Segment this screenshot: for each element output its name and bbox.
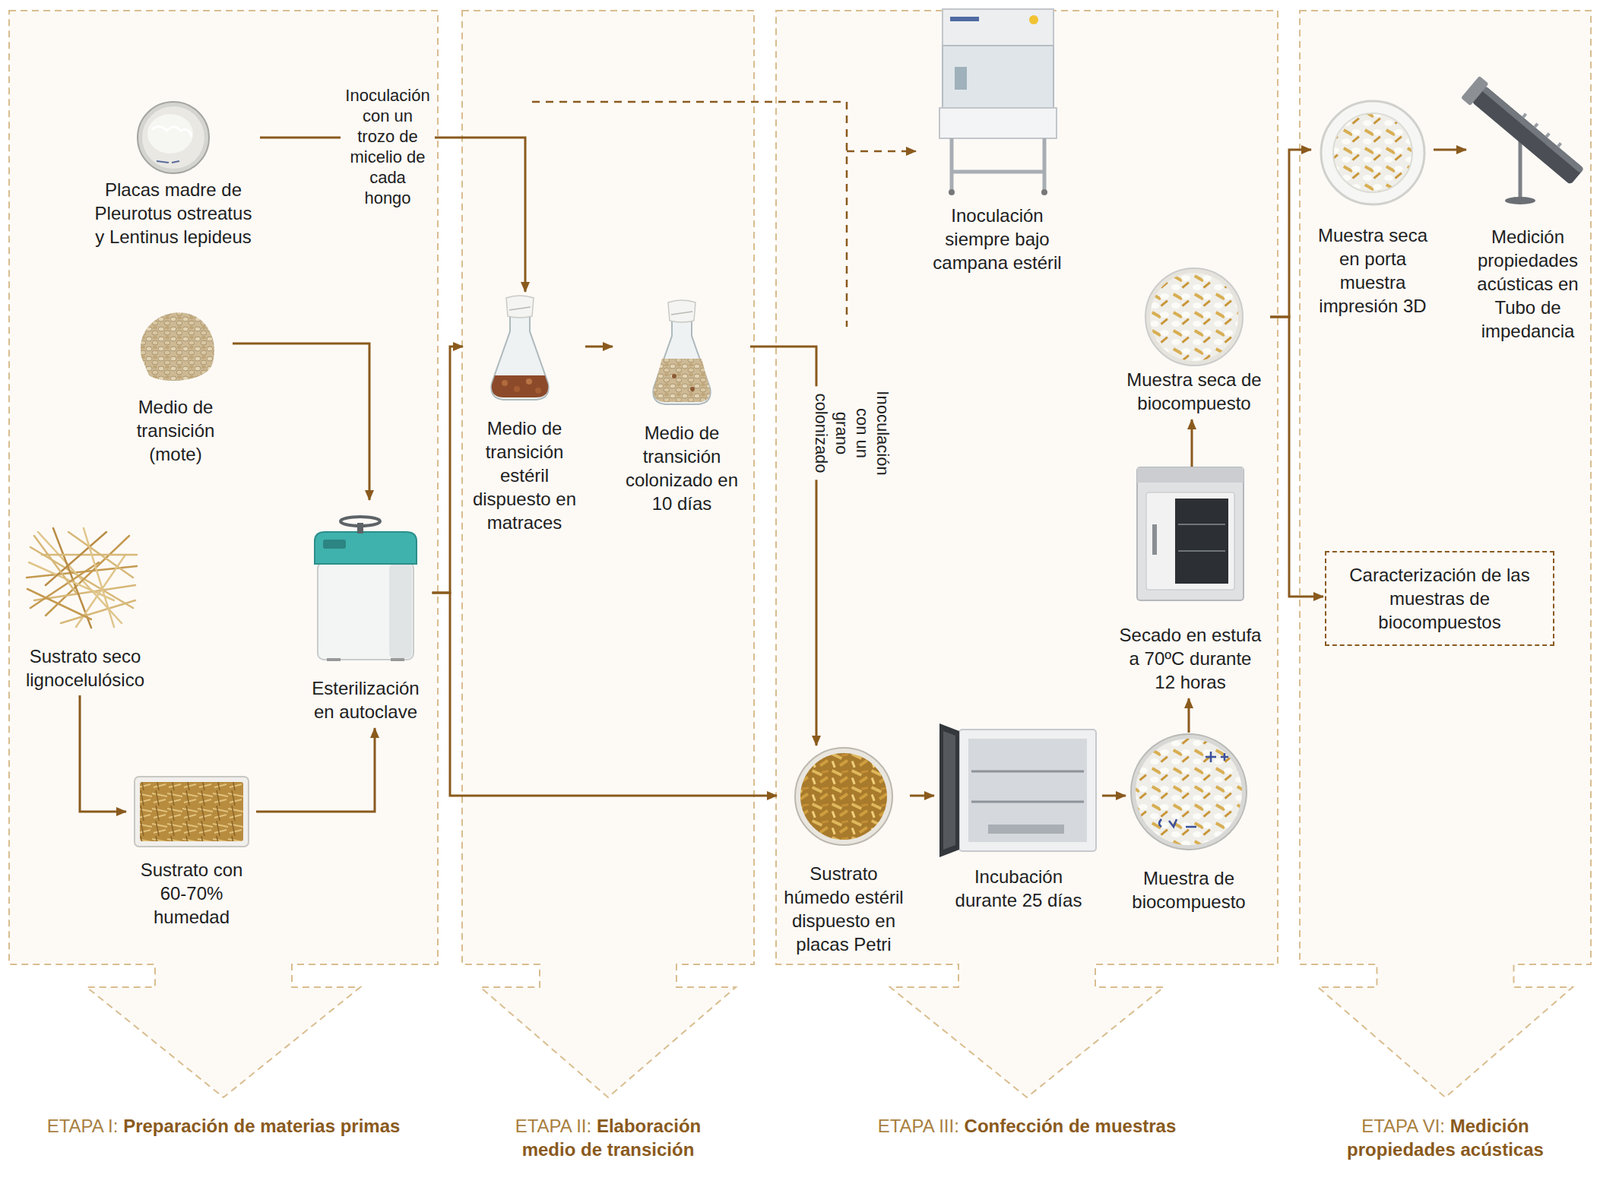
stage-number: ETAPA VI:	[1361, 1115, 1445, 1137]
stage-heading: ETAPA I:Preparación de materias primas	[47, 1114, 401, 1138]
stage-outline	[1299, 10, 1591, 1098]
result-box: Caracterización de las muestras de bioco…	[1324, 551, 1555, 647]
edge-label-text: Inoculación con un grano colonizado	[811, 390, 894, 476]
step-caption: Medición propiedades acústicas en Tubo d…	[1474, 224, 1581, 343]
stage-heading: ETAPA VI:Medición propiedades acústicas	[1331, 1114, 1560, 1162]
box-text: Caracterización de las muestras de bioco…	[1344, 563, 1535, 634]
edge-label-text: Inoculación con un trozo de micelio de c…	[345, 85, 430, 209]
process-step: Medio de transición (mote)	[119, 310, 232, 469]
stage-heading: ETAPA II:Elaboración medio de transición	[494, 1114, 723, 1162]
step-caption: Medio de transición colonizado en 10 día…	[617, 421, 747, 516]
stage-heading: ETAPA I:Preparación de materias primas	[8, 1114, 439, 1138]
stage-name: Confección de muestras	[964, 1115, 1177, 1137]
process-step: Incubación durante 25 días	[935, 722, 1102, 916]
step-caption: Esterilización en autoclave	[303, 676, 429, 724]
stage-panel: ETAPA VI:Medición propiedades acústicas M…	[1299, 9, 1592, 1162]
process-step: Sustrato seco lignocelulósico	[9, 524, 161, 695]
process-step: Esterilización en autoclave	[300, 501, 432, 727]
step-caption: Sustrato seco lignocelulósico	[12, 644, 158, 692]
step-caption: Muestra de biocompuesto	[1130, 866, 1248, 914]
process-step: Sustrato húmedo estéril dispuesto en pla…	[778, 747, 910, 960]
process-step: Inoculación siempre bajo campana estéril	[921, 7, 1073, 278]
stage-outline	[462, 10, 755, 1098]
process-step: Muestra de biocompuesto	[1127, 733, 1251, 917]
stage-outline	[9, 10, 438, 1098]
process-step: Muestra seca en porta muestra impresión …	[1312, 99, 1433, 321]
stage-heading: ETAPA II:Elaboración medio de transición	[461, 1114, 755, 1162]
stage-number: ETAPA I:	[47, 1115, 119, 1137]
stage-outline	[1299, 9, 1592, 1101]
step-caption: Muestra seca de biocompuesto	[1121, 367, 1267, 416]
process-step: Secado en estufa a 70ºC durante 12 horas	[1115, 467, 1266, 698]
step-caption: Incubación durante 25 días	[946, 864, 1091, 913]
step-caption: Sustrato con 60-70% humedad	[130, 858, 253, 929]
stage-name: Preparación de materias primas	[123, 1115, 400, 1137]
edge-label: Inoculación con un grano colonizado	[809, 386, 895, 480]
process-step: Muestra seca de biocompuesto	[1118, 267, 1270, 419]
stage-number: ETAPA II:	[515, 1115, 592, 1137]
stage-number: ETAPA III:	[877, 1115, 960, 1137]
stage-heading: ETAPA III:Confección de muestras	[775, 1114, 1279, 1138]
step-caption: Placas madre de Pleurotus ostreatus y Le…	[90, 177, 257, 249]
process-step: Sustrato con 60-70% humedad	[127, 775, 256, 932]
step-caption: Secado en estufa a 70ºC durante 12 horas	[1118, 623, 1263, 694]
step-caption: Sustrato húmedo estéril dispuesto en pla…	[781, 861, 907, 957]
process-step: Medio de transición colonizado en 10 día…	[614, 300, 750, 519]
process-step: Medio de transición estéril dispuesto en…	[464, 293, 585, 538]
step-caption: Inoculación siempre bajo campana estéril	[925, 203, 1070, 275]
stage-heading: ETAPA VI:Medición propiedades acústicas	[1299, 1114, 1592, 1162]
stage-outline	[776, 10, 1278, 1098]
step-caption: Medio de transición (mote)	[122, 395, 229, 466]
step-caption: Muestra seca en porta muestra impresión …	[1315, 223, 1430, 318]
stage-heading: ETAPA III:Confección de muestras	[877, 1114, 1177, 1138]
stage-panel: ETAPA III:Confección de muestras Inoculac…	[775, 9, 1279, 1138]
step-caption: Medio de transición estéril dispuesto en…	[467, 416, 582, 535]
stage-panel: ETAPA II:Elaboración medio de transición…	[461, 9, 755, 1162]
stage-outline	[461, 9, 755, 1101]
process-step: Placas madre de Pleurotus ostreatus y Le…	[87, 100, 260, 252]
process-step: Medición propiedades acústicas en Tubo d…	[1467, 72, 1588, 346]
edge-label: Inoculación con un trozo de micelio de c…	[340, 83, 435, 210]
